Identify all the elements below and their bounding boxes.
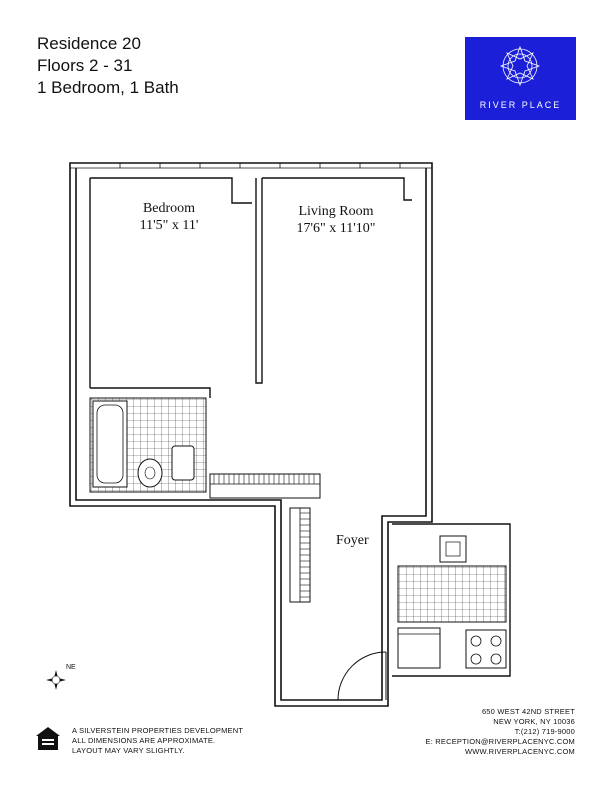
living-room-size: 17'6" x 11'10" xyxy=(296,221,376,236)
kitchen xyxy=(392,523,511,688)
contact-info: 650 WEST 42ND STREET NEW YORK, NY 10036 … xyxy=(426,707,575,757)
stove xyxy=(465,629,507,669)
layout-note: LAYOUT MAY VARY SLIGHTLY. xyxy=(72,746,185,755)
bathroom-sink xyxy=(171,445,195,481)
address-line1: 650 WEST 42ND STREET xyxy=(481,707,575,716)
entry-door xyxy=(337,651,387,701)
developer-line: A SILVERSTEIN PROPERTIES DEVELOPMENT xyxy=(72,726,244,735)
bathroom xyxy=(89,397,207,493)
residence-title: Residence 20 xyxy=(37,34,141,53)
bedroom-label: Bedroom 11'5" x 11' xyxy=(124,200,214,234)
refrigerator xyxy=(397,627,441,669)
living-room-label: Living Room 17'6" x 11'10" xyxy=(286,203,386,237)
equal-housing-icon xyxy=(36,727,60,750)
closet xyxy=(209,473,321,499)
disclaimer: A SILVERSTEIN PROPERTIES DEVELOPMENT ALL… xyxy=(72,726,243,756)
website-link[interactable]: WWW.RIVERPLACENYC.COM xyxy=(464,747,575,756)
dimensions-note: ALL DIMENSIONS ARE APPROXIMATE. xyxy=(72,736,216,745)
foyer-label: Foyer xyxy=(336,533,369,548)
address-line2: NEW YORK, NY 10036 xyxy=(493,717,575,726)
bedroom-name: Bedroom xyxy=(142,201,196,216)
header: Residence 20 Floors 2 - 31 1 Bedroom, 1 … xyxy=(37,33,179,99)
window-band xyxy=(70,162,432,169)
foyer-closet xyxy=(289,507,311,603)
compass-label: NE xyxy=(66,664,76,671)
logo-text: RIVER PLACE xyxy=(479,100,562,110)
bedroom-size: 11'5" x 11' xyxy=(139,218,199,233)
floors-range: Floors 2 - 31 xyxy=(37,56,133,75)
river-place-logo: RIVER PLACE xyxy=(465,37,576,120)
bedroom-walls xyxy=(89,177,412,398)
river-place-logo-icon xyxy=(499,45,541,87)
phone: T:(212) 719-9000 xyxy=(514,727,575,736)
unit-layout: 1 Bedroom, 1 Bath xyxy=(37,78,179,97)
compass-rose-icon xyxy=(46,670,66,690)
email-link[interactable]: E: RECEPTION@RIVERPLACENYC.COM xyxy=(425,737,575,746)
living-room-name: Living Room xyxy=(298,204,374,219)
